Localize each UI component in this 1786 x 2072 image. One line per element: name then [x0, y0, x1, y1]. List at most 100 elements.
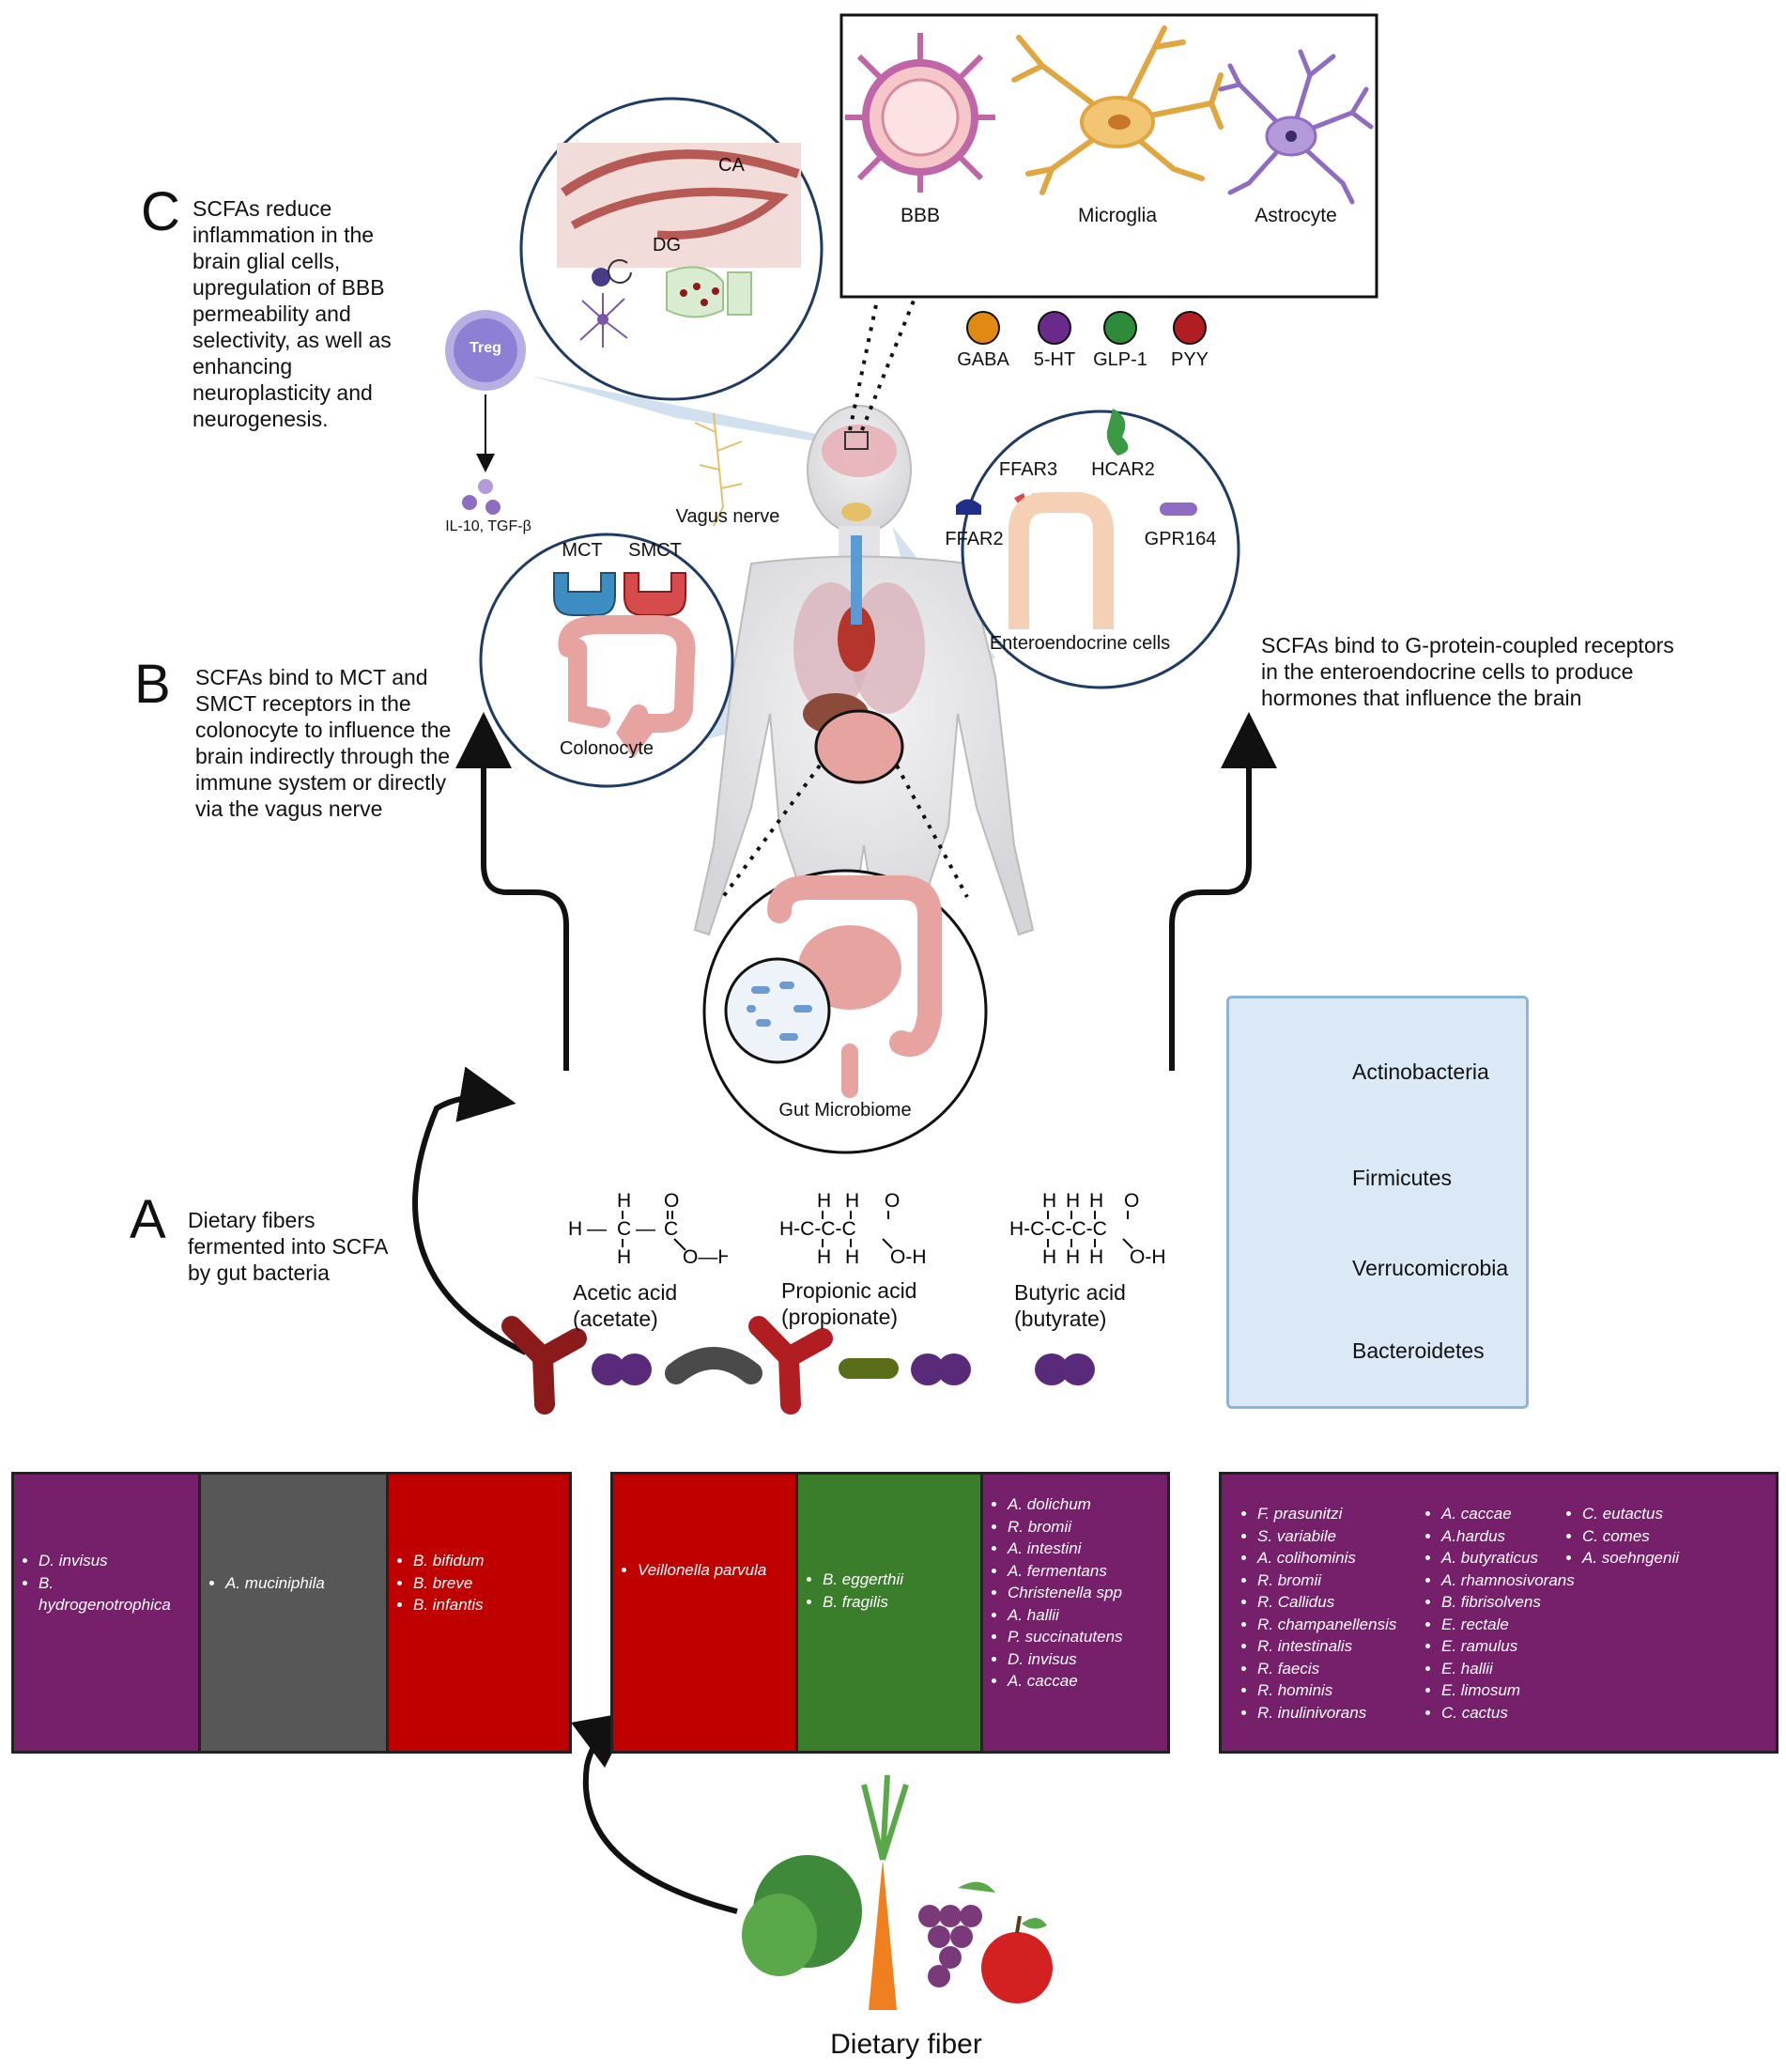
svg-text:H: H — [845, 1246, 859, 1268]
species-item: B. fibrisolvens — [1441, 1591, 1582, 1614]
smct-label: SMCT — [628, 540, 682, 561]
mct-label: MCT — [562, 540, 603, 561]
vagus-nerve-label: Vagus nerve — [675, 506, 780, 527]
section-c-letter: C — [141, 181, 180, 242]
section-b-letter: B — [134, 654, 171, 715]
svg-text:H-C-C-C-C: H-C-C-C-C — [1009, 1218, 1107, 1240]
bbb-icon — [845, 33, 995, 193]
species-item: Veillonella parvula — [638, 1559, 777, 1582]
species-box-4: Veillonella parvula — [610, 1472, 798, 1754]
species-item: A. fermentans — [1008, 1560, 1162, 1583]
svg-text:—: — — [636, 1218, 655, 1240]
hcar2-label: HCAR2 — [1091, 459, 1155, 480]
species-item: R. Callidus — [1257, 1591, 1445, 1614]
acid-salt: (acetate) — [573, 1307, 658, 1331]
svg-text:H: H — [568, 1218, 582, 1240]
microglia-label: Microglia — [1077, 205, 1158, 226]
arrow-up-left — [455, 712, 569, 1071]
ca-label: CA — [718, 155, 745, 176]
brain-inset — [519, 97, 824, 401]
arrow-curve-fiber — [570, 1710, 738, 1914]
species-item: B. bifidum — [413, 1550, 560, 1572]
species-item: A. intestini — [1008, 1538, 1162, 1560]
species-item: A. soehngenii — [1582, 1547, 1714, 1569]
colonocyte-label: Colonocyte — [559, 738, 654, 759]
species-item: E. hallii — [1441, 1658, 1582, 1680]
species-item: A. caccae — [1008, 1670, 1162, 1693]
svg-text:C: C — [617, 1218, 631, 1240]
svg-text:H: H — [845, 1190, 859, 1212]
gut-microbiome-inset — [702, 869, 988, 1154]
species-item: A. dolichum — [1008, 1493, 1162, 1516]
species-item: A. caccae — [1441, 1503, 1582, 1525]
dotted-line — [895, 765, 969, 898]
ffar2-label: FFAR2 — [945, 529, 1004, 549]
species-item: A. hallii — [1008, 1604, 1162, 1627]
species-item: R. intestinalis — [1257, 1635, 1445, 1658]
species-item: A. rhamnosivorans — [1441, 1569, 1582, 1592]
species-item: B. infantis — [413, 1594, 560, 1616]
species-item: R. champanellensis — [1257, 1614, 1445, 1636]
hormone-label-5ht: 5-HT — [1033, 349, 1076, 370]
svg-text:H: H — [1089, 1190, 1103, 1212]
arrow-curve-bacteria — [412, 1066, 528, 1355]
svg-text:—: — — [587, 1218, 607, 1240]
species-box-3: B. bifidum B. breve B. infantis — [386, 1472, 572, 1754]
section-b-text: SCFAs bind to MCT and SMCT receptors in … — [195, 665, 452, 821]
arrow-up-right — [1169, 712, 1277, 1071]
enteroendocrine-label: Enteroendocrine cells — [989, 633, 1171, 654]
species-item: R. bromii — [1008, 1516, 1162, 1539]
gut-microbiome-label: Gut Microbiome — [778, 1100, 912, 1121]
enteroendocrine-inset — [956, 409, 1240, 689]
species-box-1: D. invisus B. hydrogenotrophica — [11, 1472, 201, 1754]
treg-cell-icon — [445, 310, 526, 515]
gpcr-text: SCFAs bind to G-protein-coupled receptor… — [1261, 633, 1674, 710]
acid-propionic: Propionic acid (propionate) — [781, 1277, 950, 1330]
species-item: R. inulinivorans — [1257, 1702, 1445, 1724]
svg-text:O: O — [1124, 1190, 1139, 1212]
species-item: C. eutactus — [1582, 1503, 1714, 1525]
species-item: D. invisus — [38, 1550, 189, 1572]
species-box-5: B. eggerthii B. fragilis — [795, 1472, 983, 1754]
acid-name: Propionic acid — [781, 1278, 917, 1303]
dotted-line — [860, 295, 917, 431]
svg-text:H: H — [617, 1246, 631, 1268]
gpr164-label: GPR164 — [1144, 529, 1217, 549]
species-item: A.hardus — [1441, 1525, 1582, 1548]
acid-name: Acetic acid — [573, 1280, 678, 1305]
species-item: B. fragilis — [823, 1591, 971, 1614]
astrocyte-icon — [1218, 49, 1374, 205]
ffar3-label: FFAR3 — [998, 459, 1058, 480]
species-item: C. comes — [1582, 1525, 1714, 1548]
species-item: P. succinatutens — [1008, 1626, 1162, 1648]
hormone-label-pyy: PYY — [1170, 349, 1209, 370]
svg-text:O: O — [885, 1190, 900, 1212]
svg-text:H: H — [817, 1190, 831, 1212]
dietary-fiber-label: Dietary fiber — [830, 2029, 982, 2060]
hormone-icons — [966, 311, 1207, 345]
section-a-letter: A — [130, 1189, 166, 1250]
section-c-text: SCFAs reduce inflammation in the brain g… — [192, 196, 392, 431]
bacteria-row — [501, 1316, 1095, 1415]
hormone-label-glp1: GLP-1 — [1093, 349, 1147, 370]
microglia-icon — [1011, 25, 1224, 195]
acid-salt: (butyrate) — [1014, 1307, 1107, 1331]
species-item: A. butyraticus — [1441, 1547, 1582, 1569]
species-item: E. rectale — [1441, 1614, 1582, 1636]
treg-label: Treg — [470, 340, 501, 356]
svg-text:O: O — [664, 1190, 679, 1212]
dg-label: DG — [653, 235, 681, 255]
acid-acetic: Acetic acid (acetate) — [573, 1279, 714, 1332]
section-a-text: Dietary fibers fermented into SCFA by gu… — [188, 1208, 388, 1285]
svg-text:H-C-C-C: H-C-C-C — [779, 1218, 856, 1240]
legend-label-bacteroidetes: Bacteroidetes — [1352, 1338, 1485, 1363]
acid-butyric: Butyric acid (butyrate) — [1014, 1279, 1164, 1332]
species-box-7: F. prasunitzi S. variabile A. colihomini… — [1219, 1472, 1778, 1754]
svg-text:C: C — [664, 1218, 678, 1240]
species-item: C. cactus — [1441, 1702, 1582, 1724]
acid-name: Butyric acid — [1014, 1280, 1126, 1305]
svg-text:H: H — [617, 1190, 631, 1212]
svg-text:O-H: O-H — [1130, 1246, 1166, 1268]
legend-label-actinobacteria: Actinobacteria — [1352, 1059, 1489, 1084]
